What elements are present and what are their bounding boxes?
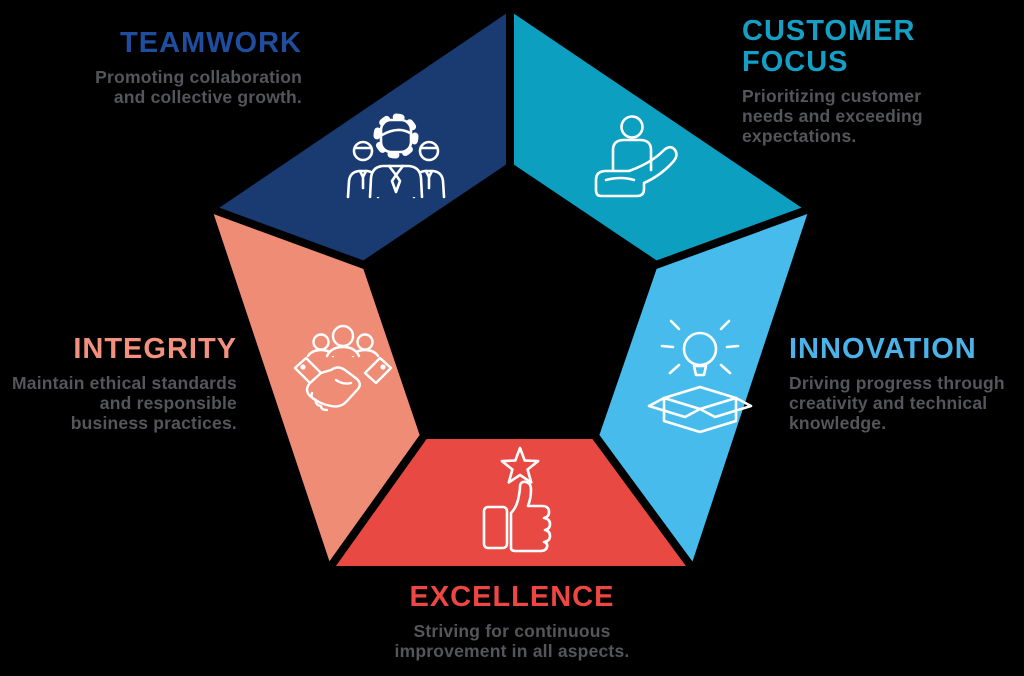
segment-excellence [331,439,691,566]
customer-focus-description-line: needs and exceeding [742,106,923,126]
integrity-title: INTEGRITY [73,333,237,365]
excellence-description-line: improvement in all aspects. [394,641,630,661]
customer-focus-title: CUSTOMER [742,15,916,47]
center-shoulders [325,345,361,358]
innovation-description-line: creativity and technical [789,393,988,413]
star [500,446,540,484]
integrity-description-line: Maintain ethical standards [12,373,237,393]
bulb-rays [660,319,740,375]
gear-teeth [373,113,419,159]
hand-crease [604,176,636,182]
hand-holding-person-icon [594,115,678,198]
right-person-tie [424,169,434,190]
left-person-head [352,140,374,162]
box-body [662,396,738,434]
segment-separators [204,4,817,576]
teamwork-label-block: TEAMWORK Promoting collaboration and col… [14,27,302,108]
innovation-title: INNOVATION [789,333,977,365]
segment-integrity [213,212,421,566]
integrity-description-line: and responsible [99,393,237,413]
person-head [620,115,644,139]
right-sleeve [363,356,393,385]
thumb-line [334,378,353,385]
thumbs-up-hand [509,480,552,553]
gear-people-icon [346,113,446,199]
excellence-title: EXCELLENCE [409,581,615,613]
customer-focus-description-line: Prioritizing customer [742,86,922,106]
separator-bottom-right [589,430,700,576]
innovation-label-block: INNOVATION Driving progress through crea… [789,333,1024,434]
center-person-head [379,118,413,154]
person-torso [611,138,653,172]
open-hand [594,145,678,198]
integrity-label-block: INTEGRITY Maintain ethical standards and… [0,333,237,434]
center-person-hair [380,128,412,137]
thumb-cuff [482,505,509,550]
right-person-head [418,140,440,162]
excellence-description-line: Striving for continuous [413,621,611,641]
center-head [331,324,355,348]
separator-bottom-left [322,430,430,576]
segment-teamwork [213,11,510,262]
innovation-description-line: Driving progress through [789,373,1005,393]
bulb-base [692,364,708,377]
lightbulb-out-of-box-icon [647,319,753,434]
left-person-tie [358,169,368,190]
customer-focus-title: FOCUS [742,46,849,78]
separator-right [651,203,817,270]
knuckles [310,391,329,412]
customer-focus-label-block: CUSTOMER FOCUS Prioritizing customer nee… [742,15,978,147]
teamwork-description-line: Promoting collaboration [95,67,302,87]
customer-focus-description-line: expectations. [742,126,857,146]
separator-left [204,203,369,270]
teamwork-description-line: and collective growth. [113,87,302,107]
thumbs-up-star-icon [482,446,552,553]
excellence-label-block: EXCELLENCE Striving for continuous impro… [312,581,712,662]
segment-customer-focus [510,11,808,262]
box-flaps [647,396,753,419]
right-cuff-button [380,364,386,370]
center-person-tie [387,164,405,194]
clasped-hands [305,366,361,408]
innovation-description-line: knowledge. [789,413,887,433]
left-cuff-button [300,364,306,370]
teamwork-title: TEAMWORK [120,27,302,59]
integrity-description-line: business practices. [70,413,237,433]
center-person-body [368,164,424,199]
handshake-people-icon [293,324,393,412]
